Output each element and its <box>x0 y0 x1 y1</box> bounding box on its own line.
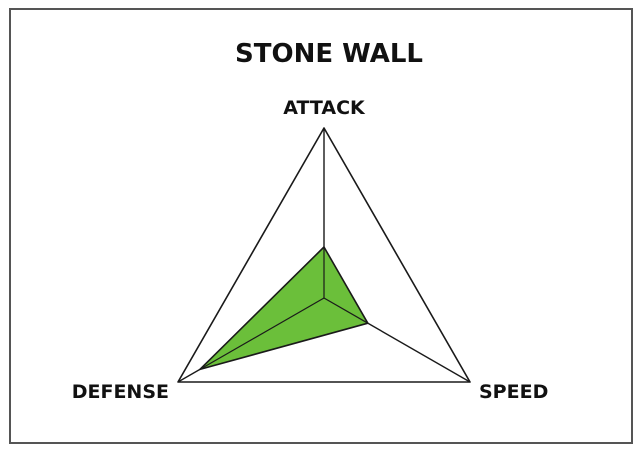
radar-plot-area <box>177 127 471 383</box>
axis-label-attack: ATTACK <box>283 97 366 119</box>
series-spoke-defense <box>199 297 325 370</box>
chart-title: STONE WALL <box>235 39 423 69</box>
radar-outline <box>177 127 471 383</box>
radar-chart: STONE WALL ATTACK SPEED DEFENSE <box>72 39 549 403</box>
series-spoke-speed <box>323 297 369 324</box>
axis-labels: ATTACK SPEED DEFENSE <box>72 97 549 403</box>
axis-label-speed: SPEED <box>479 381 548 403</box>
chart-frame: STONE WALL ATTACK SPEED DEFENSE <box>9 8 633 444</box>
axis-label-defense: DEFENSE <box>72 381 169 403</box>
series-area <box>199 246 369 371</box>
